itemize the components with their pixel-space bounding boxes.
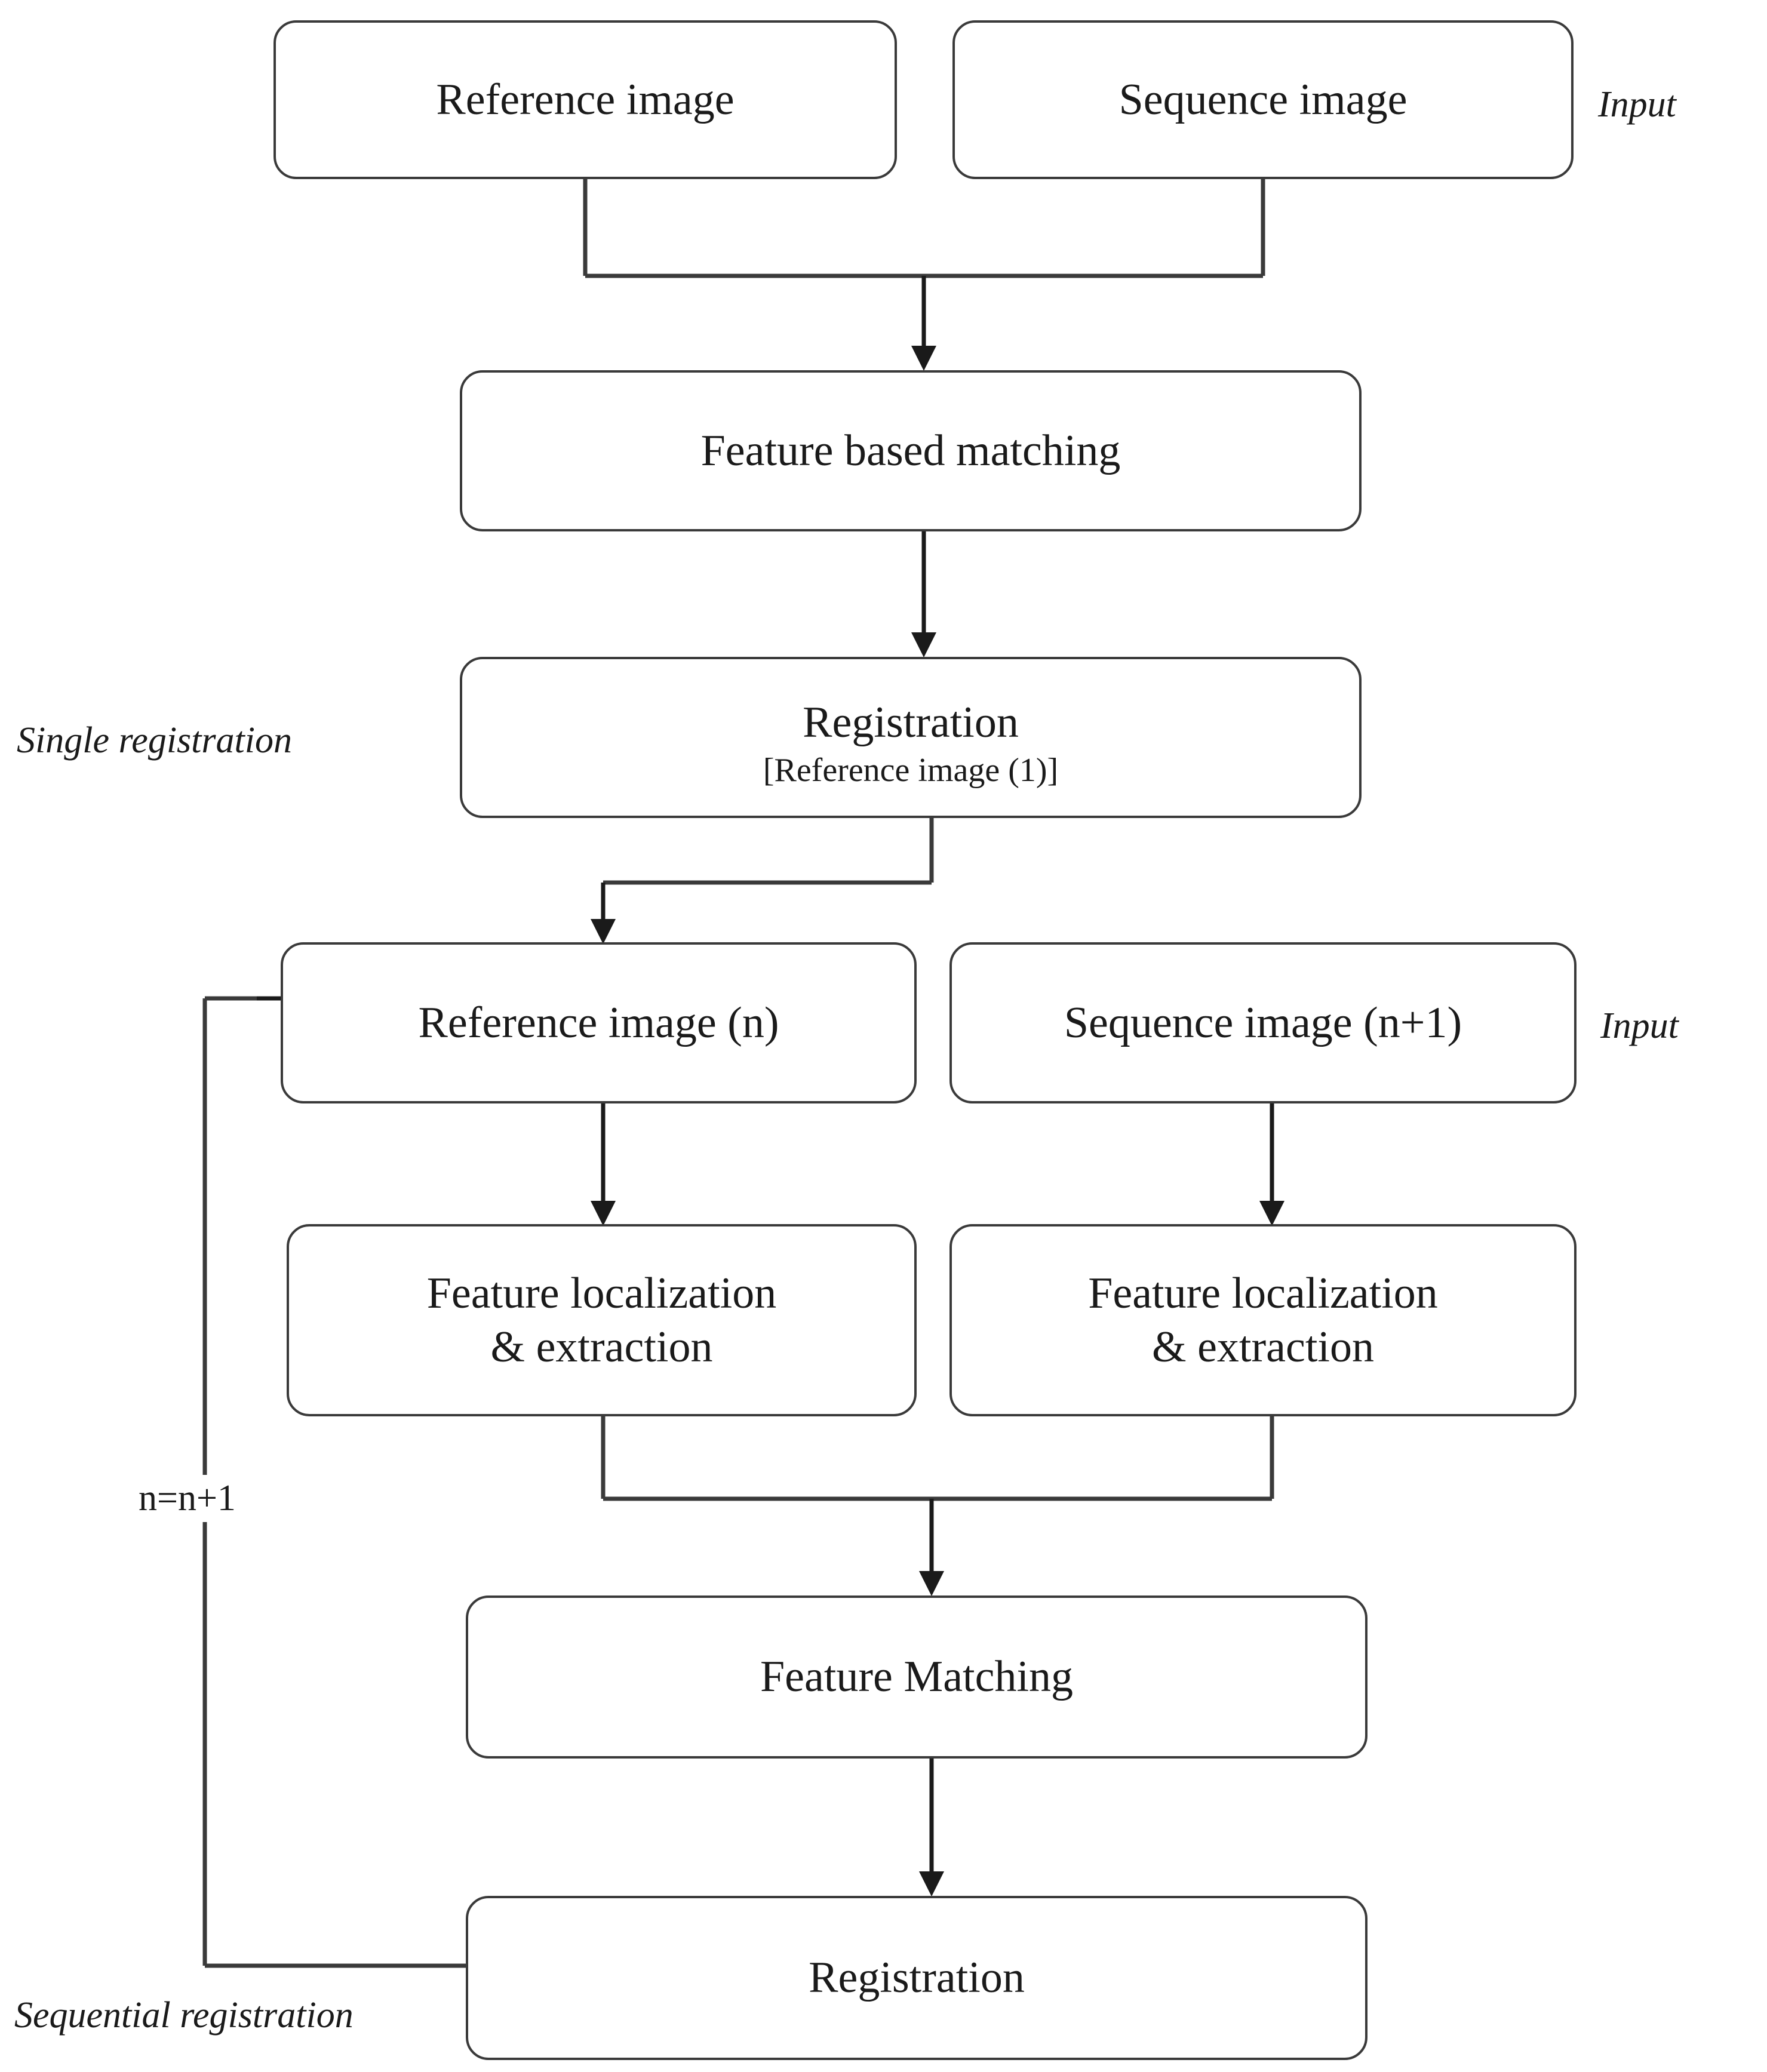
label-loop-counter: n=n+1: [133, 1475, 242, 1522]
node-sequence-image-n1-label: Sequence image (n+1): [1064, 998, 1462, 1047]
label-sequential-registration: Sequential registration: [14, 1995, 354, 2036]
node-feature-localization-right[interactable]: Feature localization & extraction: [949, 1224, 1577, 1416]
node-sequence-image-n1[interactable]: Sequence image (n+1): [949, 942, 1577, 1103]
node-sequence-image[interactable]: Sequence image: [952, 20, 1574, 179]
label-input-middle: Input: [1600, 1005, 1679, 1046]
node-registration-first-label: Registration: [803, 698, 1019, 748]
node-feature-based-matching[interactable]: Feature based matching: [460, 370, 1362, 531]
node-feature-localization-right-label: Feature localization & extraction: [1088, 1268, 1438, 1372]
label-single-registration: Single registration: [17, 720, 292, 761]
node-feature-based-matching-label: Feature based matching: [700, 426, 1121, 475]
node-feature-matching-label: Feature Matching: [760, 1652, 1073, 1702]
node-reference-image[interactable]: Reference image: [273, 20, 897, 179]
node-reference-image-n-label: Reference image (n): [418, 998, 779, 1047]
node-sequence-image-label: Sequence image: [1118, 75, 1408, 124]
node-reference-image-n[interactable]: Reference image (n): [281, 942, 917, 1103]
node-feature-matching[interactable]: Feature Matching: [466, 1595, 1367, 1759]
node-registration-final-label: Registration: [809, 1953, 1025, 2003]
node-registration-final[interactable]: Registration: [466, 1896, 1367, 2060]
label-input-top: Input: [1598, 84, 1676, 125]
node-registration-first-content: Registration [Reference image (1)]: [748, 684, 1074, 791]
node-feature-localization-left-label: Feature localization & extraction: [426, 1268, 777, 1372]
node-registration-first[interactable]: Registration [Reference image (1)]: [460, 657, 1362, 818]
node-registration-first-bracket: [Reference image (1)]: [763, 751, 1059, 789]
node-reference-image-label: Reference image: [436, 75, 735, 124]
node-feature-localization-left[interactable]: Feature localization & extraction: [287, 1224, 917, 1416]
